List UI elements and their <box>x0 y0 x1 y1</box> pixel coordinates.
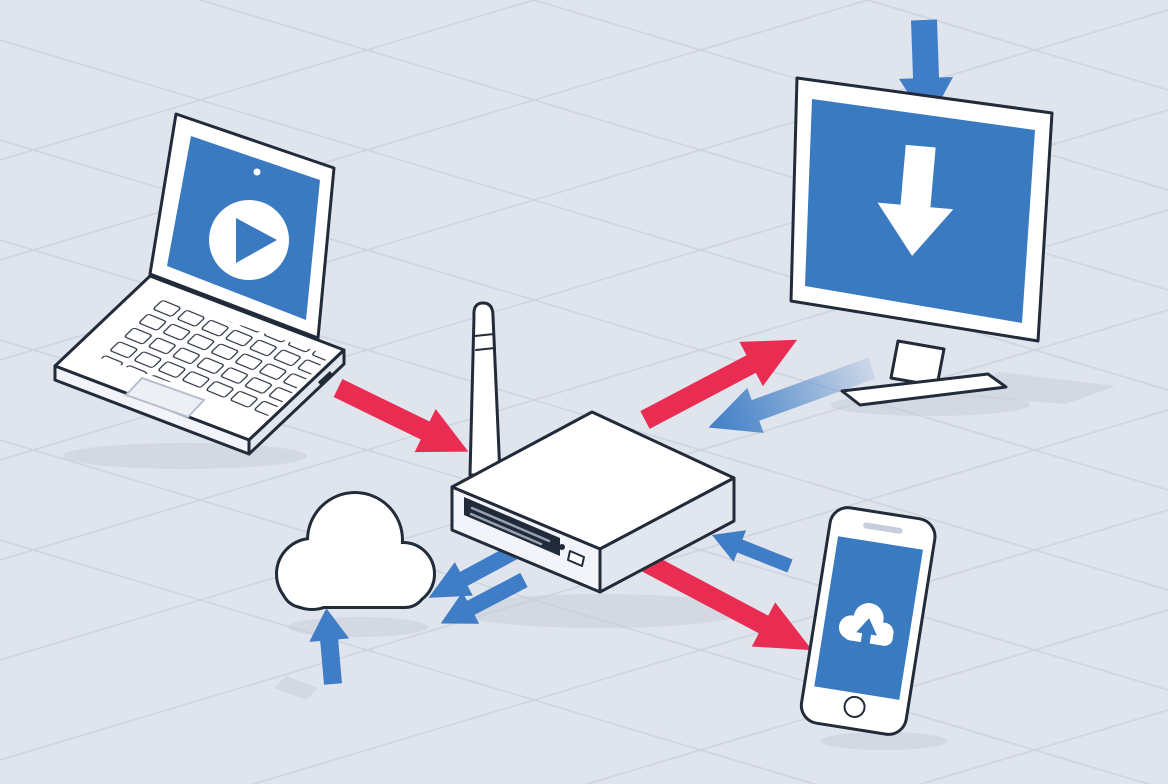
arrow-phone-to-router <box>711 530 793 573</box>
router-antenna-icon <box>468 301 502 477</box>
play-icon <box>209 200 289 280</box>
arrow-laptop-to-router <box>333 379 469 453</box>
home-button <box>843 695 866 718</box>
router-front-right <box>598 476 736 594</box>
router-power-button <box>567 550 585 567</box>
phone-speaker <box>863 522 903 534</box>
webcam-dot-icon <box>253 168 261 176</box>
cloud-upload-icon <box>838 603 894 649</box>
router <box>450 301 736 594</box>
arrow-router-to-phone <box>633 549 813 651</box>
laptop-trackpad <box>124 376 206 419</box>
router-status-led <box>559 544 565 550</box>
laptop-port <box>318 371 333 386</box>
smartphone <box>799 506 937 736</box>
arrow-router-to-cloud-lower <box>440 572 528 624</box>
laptop-keyboard <box>100 298 330 416</box>
arrow-router-to-monitor <box>640 339 798 429</box>
monitor-stand-base <box>840 372 1008 407</box>
cloud-icon <box>275 491 436 611</box>
cloud-upload-arrow-icon <box>309 608 350 685</box>
download-arrow-icon <box>877 144 954 256</box>
laptop-right-edge <box>247 348 346 456</box>
arrow-monitor-to-router <box>708 357 876 433</box>
monitor <box>789 76 1054 407</box>
laptop <box>53 112 346 456</box>
